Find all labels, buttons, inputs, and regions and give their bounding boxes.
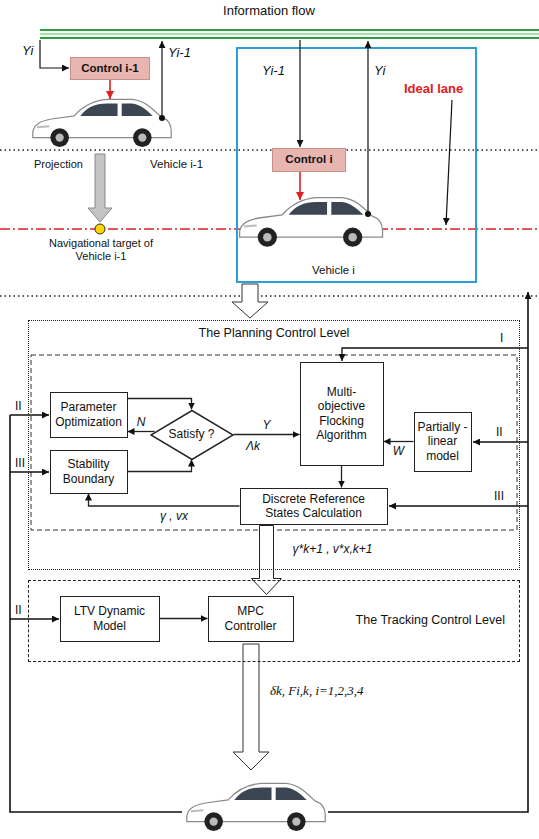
info-arrow (299, 40, 300, 147)
decision-diamond: Satisfy ? (150, 410, 234, 460)
note-label: Projection (34, 158, 83, 171)
box-text: Control i-1 (81, 62, 139, 76)
region-title: The Tracking Control Level (329, 613, 505, 627)
vehicle-car (33, 99, 171, 147)
vehicle-car (240, 198, 383, 247)
lane-boundary (0, 295, 539, 296)
flow-arrow (128, 399, 192, 410)
process-box: Stability Boundary (50, 450, 128, 494)
signal-group: II (15, 604, 22, 618)
box-text: Stability Boundary (54, 457, 124, 486)
flow-arrow (384, 441, 414, 442)
feedback-line (10, 471, 49, 472)
edge-label: γ*k+1 , v*x,k+1 (292, 543, 374, 556)
signal-group: II (15, 400, 22, 414)
signal-dot (159, 115, 165, 121)
edge-label: γ , vx (159, 510, 189, 523)
lane-boundary (0, 149, 539, 150)
control-arrow (299, 172, 301, 200)
feedback-line (10, 618, 59, 619)
box-text: Parameter Optimization (54, 400, 124, 429)
hollow-arrow (252, 526, 282, 595)
diagram-title: Information flow (223, 4, 315, 19)
flow-arrow (89, 494, 240, 507)
signal-name: Yi (374, 64, 385, 79)
signal-group: III (15, 457, 25, 471)
signal-name: Λk (246, 440, 260, 454)
box-text: Control i (285, 153, 332, 167)
process-box: Parameter Optimization (50, 392, 128, 438)
feedback-line (342, 348, 528, 361)
box-text: Satisfy ? (168, 427, 214, 441)
signal-name: Yi (22, 44, 33, 59)
vehicle-car (187, 783, 325, 831)
region-title: The Planning Control Level (29, 326, 519, 340)
info-arrow (161, 41, 162, 118)
leader-arrow (446, 100, 452, 225)
edge-label: N (136, 416, 147, 429)
flow-arrow (234, 434, 300, 435)
hollow-arrow (233, 644, 269, 770)
level-region: The Planning Control LevelParameter Opti… (28, 320, 520, 570)
process-box: Partially -linear model (414, 412, 472, 472)
edge-label: W (392, 445, 405, 458)
box-text: MPC Controller (212, 604, 290, 633)
signal-group: III (494, 490, 504, 504)
signal-name: δk, Fi,k, i=1,2,3,4 (270, 684, 364, 699)
info-arrow (367, 41, 368, 214)
flow-arrow (341, 466, 342, 488)
info-arrow (40, 40, 69, 68)
flow-arrow (160, 618, 208, 619)
box-text: Multi-objective Flocking Algorithm (304, 385, 380, 443)
feedback-line (10, 414, 49, 415)
note-label: Navigational target of Vehicle i-1 (38, 237, 164, 262)
control-arrow (109, 80, 111, 99)
information-bus (40, 30, 539, 38)
target-dot (95, 224, 105, 234)
control-box: Control i (272, 148, 346, 172)
vehicle-label: Vehicle i-1 (150, 158, 203, 171)
projection-arrow (88, 154, 112, 222)
process-box: MPC Controller (208, 596, 294, 642)
vehicle-label: Vehicle i (312, 264, 355, 277)
box-text: Discrete Reference States Calculation (244, 492, 384, 521)
box-text: LTV Dynamic Model (64, 604, 156, 633)
signal-group: II (496, 426, 503, 440)
inner-frame (31, 355, 517, 530)
feedback-line (389, 505, 528, 506)
process-box: Multi-objective Flocking Algorithm (300, 362, 384, 466)
hollow-arrow (232, 284, 268, 318)
signal-name: Yi-1 (262, 64, 285, 79)
flow-arrow (128, 460, 192, 472)
lane-label: Ideal lane (404, 82, 463, 97)
box-text: Partially -linear model (418, 420, 468, 463)
signal-group: I (500, 332, 503, 346)
edge-label: Y (261, 419, 271, 432)
signal-name: Yi-1 (168, 46, 191, 61)
control-box: Control i-1 (70, 57, 150, 80)
process-box: Discrete Reference States Calculation (240, 488, 388, 525)
signal-dot (365, 211, 371, 217)
process-box: LTV Dynamic Model (60, 596, 160, 642)
feedback-line (10, 415, 182, 812)
level-region: The Tracking Control Level LTV Dynamic Mo… (28, 580, 520, 662)
flow-arrow (128, 431, 155, 432)
vehicle-frame (237, 48, 476, 282)
